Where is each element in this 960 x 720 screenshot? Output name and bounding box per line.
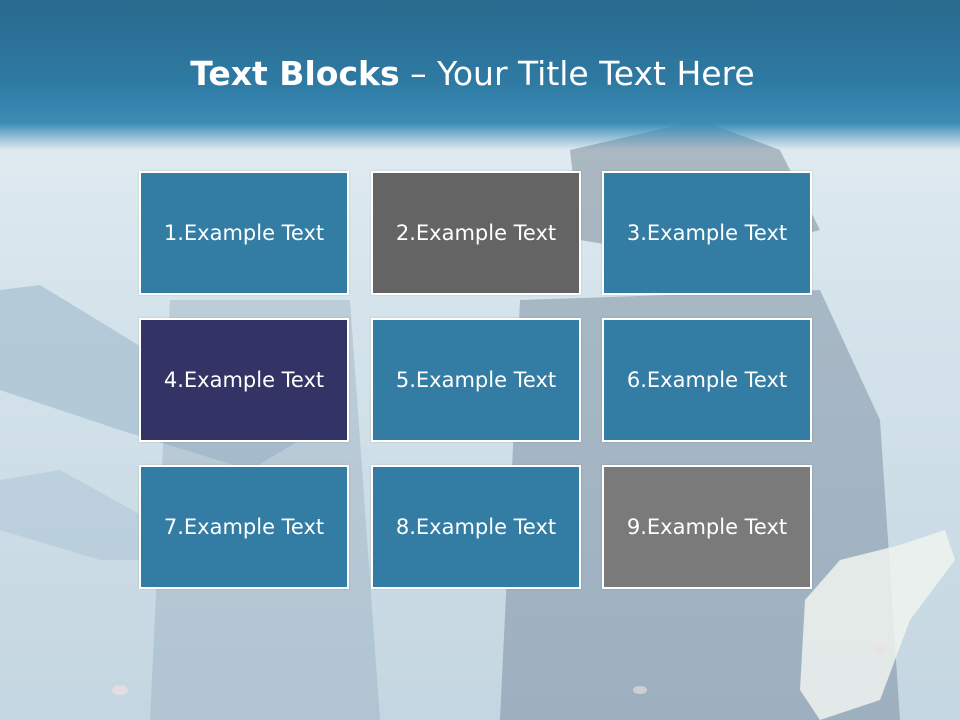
text-block-label: 6.Example Text <box>626 368 788 392</box>
text-block-label: 2.Example Text <box>395 221 557 245</box>
text-block-2[interactable]: 2.Example Text <box>371 171 581 295</box>
petal-shape <box>633 686 647 694</box>
title-bold: Text Blocks <box>190 54 400 93</box>
text-block-1[interactable]: 1.Example Text <box>139 171 349 295</box>
text-block-3[interactable]: 3.Example Text <box>602 171 812 295</box>
slide-title: Text Blocks – Your Title Text Here <box>0 52 945 96</box>
text-block-label: 7.Example Text <box>163 515 325 539</box>
hand-shape <box>800 530 955 720</box>
text-block-7[interactable]: 7.Example Text <box>139 465 349 589</box>
petal-shape <box>112 685 128 695</box>
text-block-label: 5.Example Text <box>395 368 557 392</box>
petal-shape <box>874 646 886 654</box>
text-block-5[interactable]: 5.Example Text <box>371 318 581 442</box>
text-block-label: 8.Example Text <box>395 515 557 539</box>
text-block-label: 4.Example Text <box>163 368 325 392</box>
text-block-6[interactable]: 6.Example Text <box>602 318 812 442</box>
title-bar <box>0 0 960 150</box>
text-block-4[interactable]: 4.Example Text <box>139 318 349 442</box>
text-block-label: 9.Example Text <box>626 515 788 539</box>
text-block-8[interactable]: 8.Example Text <box>371 465 581 589</box>
title-dash: – <box>399 54 438 93</box>
text-block-label: 3.Example Text <box>626 221 788 245</box>
scarf-shape-2 <box>0 470 180 560</box>
title-rest: Your Title Text Here <box>437 54 755 93</box>
text-block-9[interactable]: 9.Example Text <box>602 465 812 589</box>
text-block-label: 1.Example Text <box>163 221 325 245</box>
